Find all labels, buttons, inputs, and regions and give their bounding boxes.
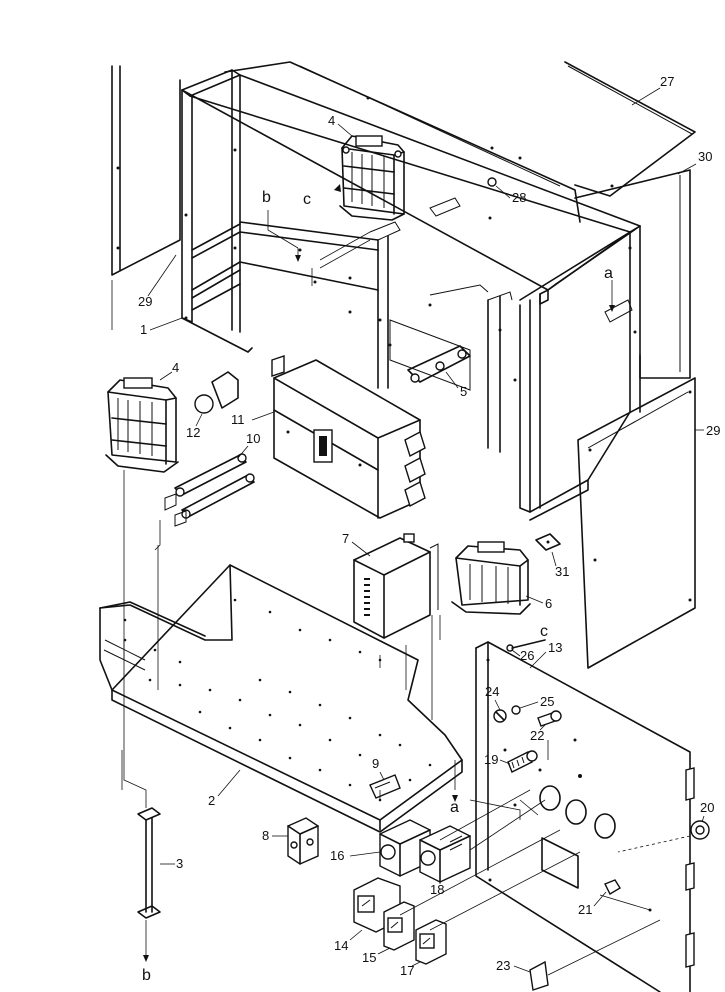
transformer-4-left xyxy=(105,377,179,473)
clip-23 xyxy=(529,960,549,991)
indicator-22 xyxy=(537,710,562,727)
circuit-breaker xyxy=(271,355,426,519)
label-8: 8 xyxy=(262,828,269,843)
top-cover-panel xyxy=(564,61,696,197)
label-4-top: 4 xyxy=(328,113,335,128)
terminal-9 xyxy=(369,774,401,799)
label-25: 25 xyxy=(540,694,554,709)
label-24: 24 xyxy=(485,684,499,699)
label-27: 27 xyxy=(660,74,674,89)
front-control-panel xyxy=(475,641,695,992)
label-6: 6 xyxy=(545,596,552,611)
label-10: 10 xyxy=(246,431,260,446)
switch-19 xyxy=(507,750,538,773)
meter-17 xyxy=(415,919,447,965)
support-post-3 xyxy=(137,807,161,919)
resistor-10 xyxy=(164,453,255,527)
label-14: 14 xyxy=(334,938,348,953)
meter-15 xyxy=(383,901,415,951)
label-28: 28 xyxy=(512,190,526,205)
ref-a-bottom: a xyxy=(450,799,459,816)
screw-26 xyxy=(506,639,546,652)
switch-18 xyxy=(419,825,471,883)
knob-25 xyxy=(511,705,521,715)
part-labels: 1 2 3 4 4 5 6 7 8 9 10 11 12 13 14 15 16… xyxy=(138,74,720,978)
label-17: 17 xyxy=(400,963,414,978)
ref-b-top: b xyxy=(262,189,271,206)
reference-letters: a a b b c c xyxy=(142,189,613,984)
ref-c-top: c xyxy=(303,191,311,208)
relay-terminals xyxy=(364,578,370,616)
knob-24 xyxy=(493,709,507,723)
base-plate xyxy=(99,564,463,833)
reference-lines xyxy=(111,184,661,976)
main-frame xyxy=(181,69,641,521)
label-20: 20 xyxy=(700,800,714,815)
right-back-panel xyxy=(574,169,691,379)
label-26: 26 xyxy=(520,648,534,663)
nut-21 xyxy=(604,879,621,895)
label-21: 21 xyxy=(578,902,592,917)
label-22: 22 xyxy=(530,728,544,743)
base-plate-holes xyxy=(123,598,432,802)
switch-8 xyxy=(287,817,319,865)
label-5: 5 xyxy=(460,384,467,399)
relay-7 xyxy=(353,533,439,639)
label-15: 15 xyxy=(362,950,376,965)
right-side-panel xyxy=(577,377,696,669)
label-18: 18 xyxy=(430,882,444,897)
label-13: 13 xyxy=(548,640,562,655)
left-side-panel xyxy=(111,65,181,276)
label-2: 2 xyxy=(208,793,215,808)
label-23: 23 xyxy=(496,958,510,973)
label-11: 11 xyxy=(231,412,245,427)
ref-a-top: a xyxy=(604,265,613,282)
label-31: 31 xyxy=(555,564,569,579)
label-19: 19 xyxy=(484,752,498,767)
label-16: 16 xyxy=(330,848,344,863)
label-7: 7 xyxy=(342,531,349,546)
label-29-right: 29 xyxy=(706,423,720,438)
label-12: 12 xyxy=(186,425,200,440)
transformer-6 xyxy=(451,541,531,615)
pilot-lamp-12 xyxy=(194,371,239,414)
label-3: 3 xyxy=(176,856,183,871)
label-29-left: 29 xyxy=(138,294,152,309)
terminal-block-5 xyxy=(407,345,471,383)
transformer-4-top xyxy=(339,135,405,221)
connector-20 xyxy=(617,820,710,853)
label-1: 1 xyxy=(140,322,147,337)
label-4-left: 4 xyxy=(172,360,179,375)
label-30: 30 xyxy=(698,149,712,164)
label-9: 9 xyxy=(372,756,379,771)
back-panel xyxy=(224,61,581,223)
ref-b-bottom: b xyxy=(142,967,151,984)
ref-c-bottom: c xyxy=(540,623,548,640)
bracket-31 xyxy=(535,533,561,551)
